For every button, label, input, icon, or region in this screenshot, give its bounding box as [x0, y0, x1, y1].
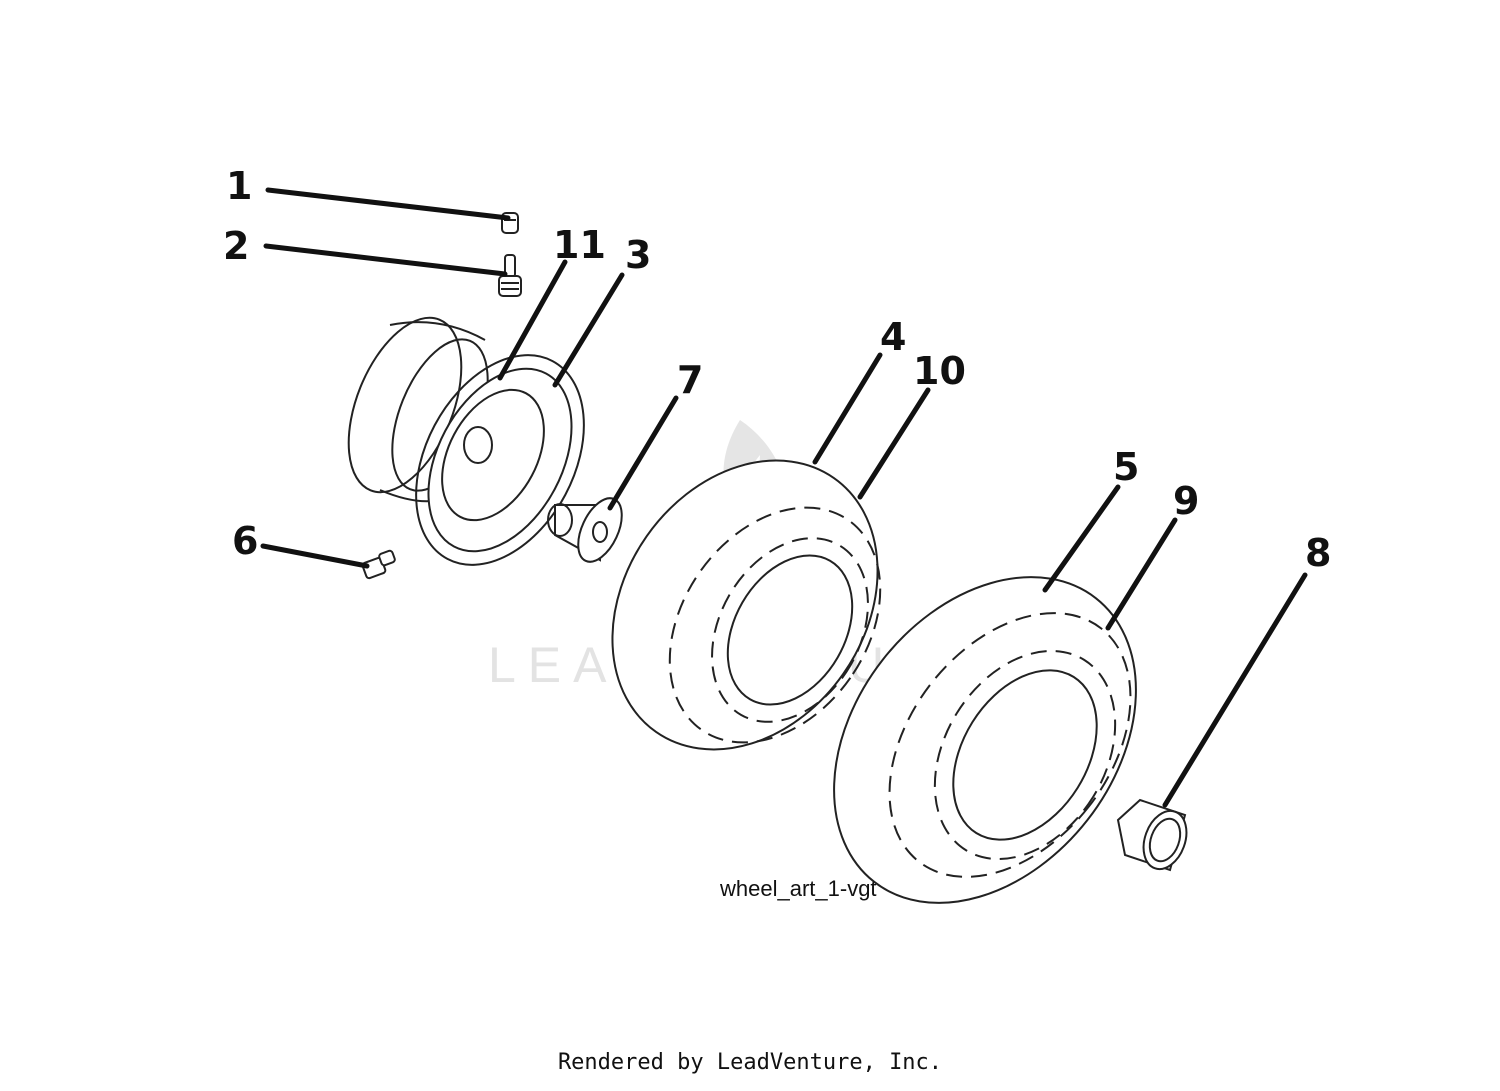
- leader-5: [1042, 484, 1121, 593]
- callout-7: 7: [677, 358, 703, 402]
- callout-11: 11: [553, 223, 606, 267]
- callout-8: 8: [1305, 531, 1331, 575]
- grease-fitting-part: [361, 549, 396, 580]
- callout-labels: 1 2 11 3 4 10 7 5 9 6 8: [223, 164, 1331, 575]
- leader-2: [263, 243, 508, 277]
- rear-tire-part: [833, 576, 1137, 904]
- callout-10: 10: [913, 349, 966, 393]
- leader-8: [1162, 572, 1308, 808]
- callout-9: 9: [1173, 479, 1199, 523]
- callout-4: 4: [880, 315, 906, 359]
- leader-7: [607, 395, 679, 511]
- callout-2: 2: [223, 224, 249, 268]
- bushing-part: [547, 497, 623, 563]
- rim-part: [347, 316, 585, 566]
- callout-6: 6: [232, 519, 258, 563]
- leader-1: [265, 187, 511, 221]
- callout-3: 3: [625, 233, 651, 277]
- leader-6: [260, 543, 370, 569]
- leader-9: [1105, 517, 1178, 631]
- credit-text: Rendered by LeadVenture, Inc.: [557, 1050, 943, 1075]
- leader-lines: [260, 187, 1308, 808]
- leader-11: [497, 259, 568, 381]
- callout-1: 1: [226, 164, 252, 208]
- leader-4: [812, 352, 883, 465]
- valve-stem-part: [498, 254, 522, 297]
- leader-3: [552, 272, 625, 388]
- leader-10: [857, 387, 931, 500]
- callout-5: 5: [1113, 445, 1139, 489]
- hub-cap-part: [1116, 798, 1188, 872]
- art-label: wheel_art_1-vgt: [720, 876, 877, 901]
- front-tire-part: [611, 459, 882, 751]
